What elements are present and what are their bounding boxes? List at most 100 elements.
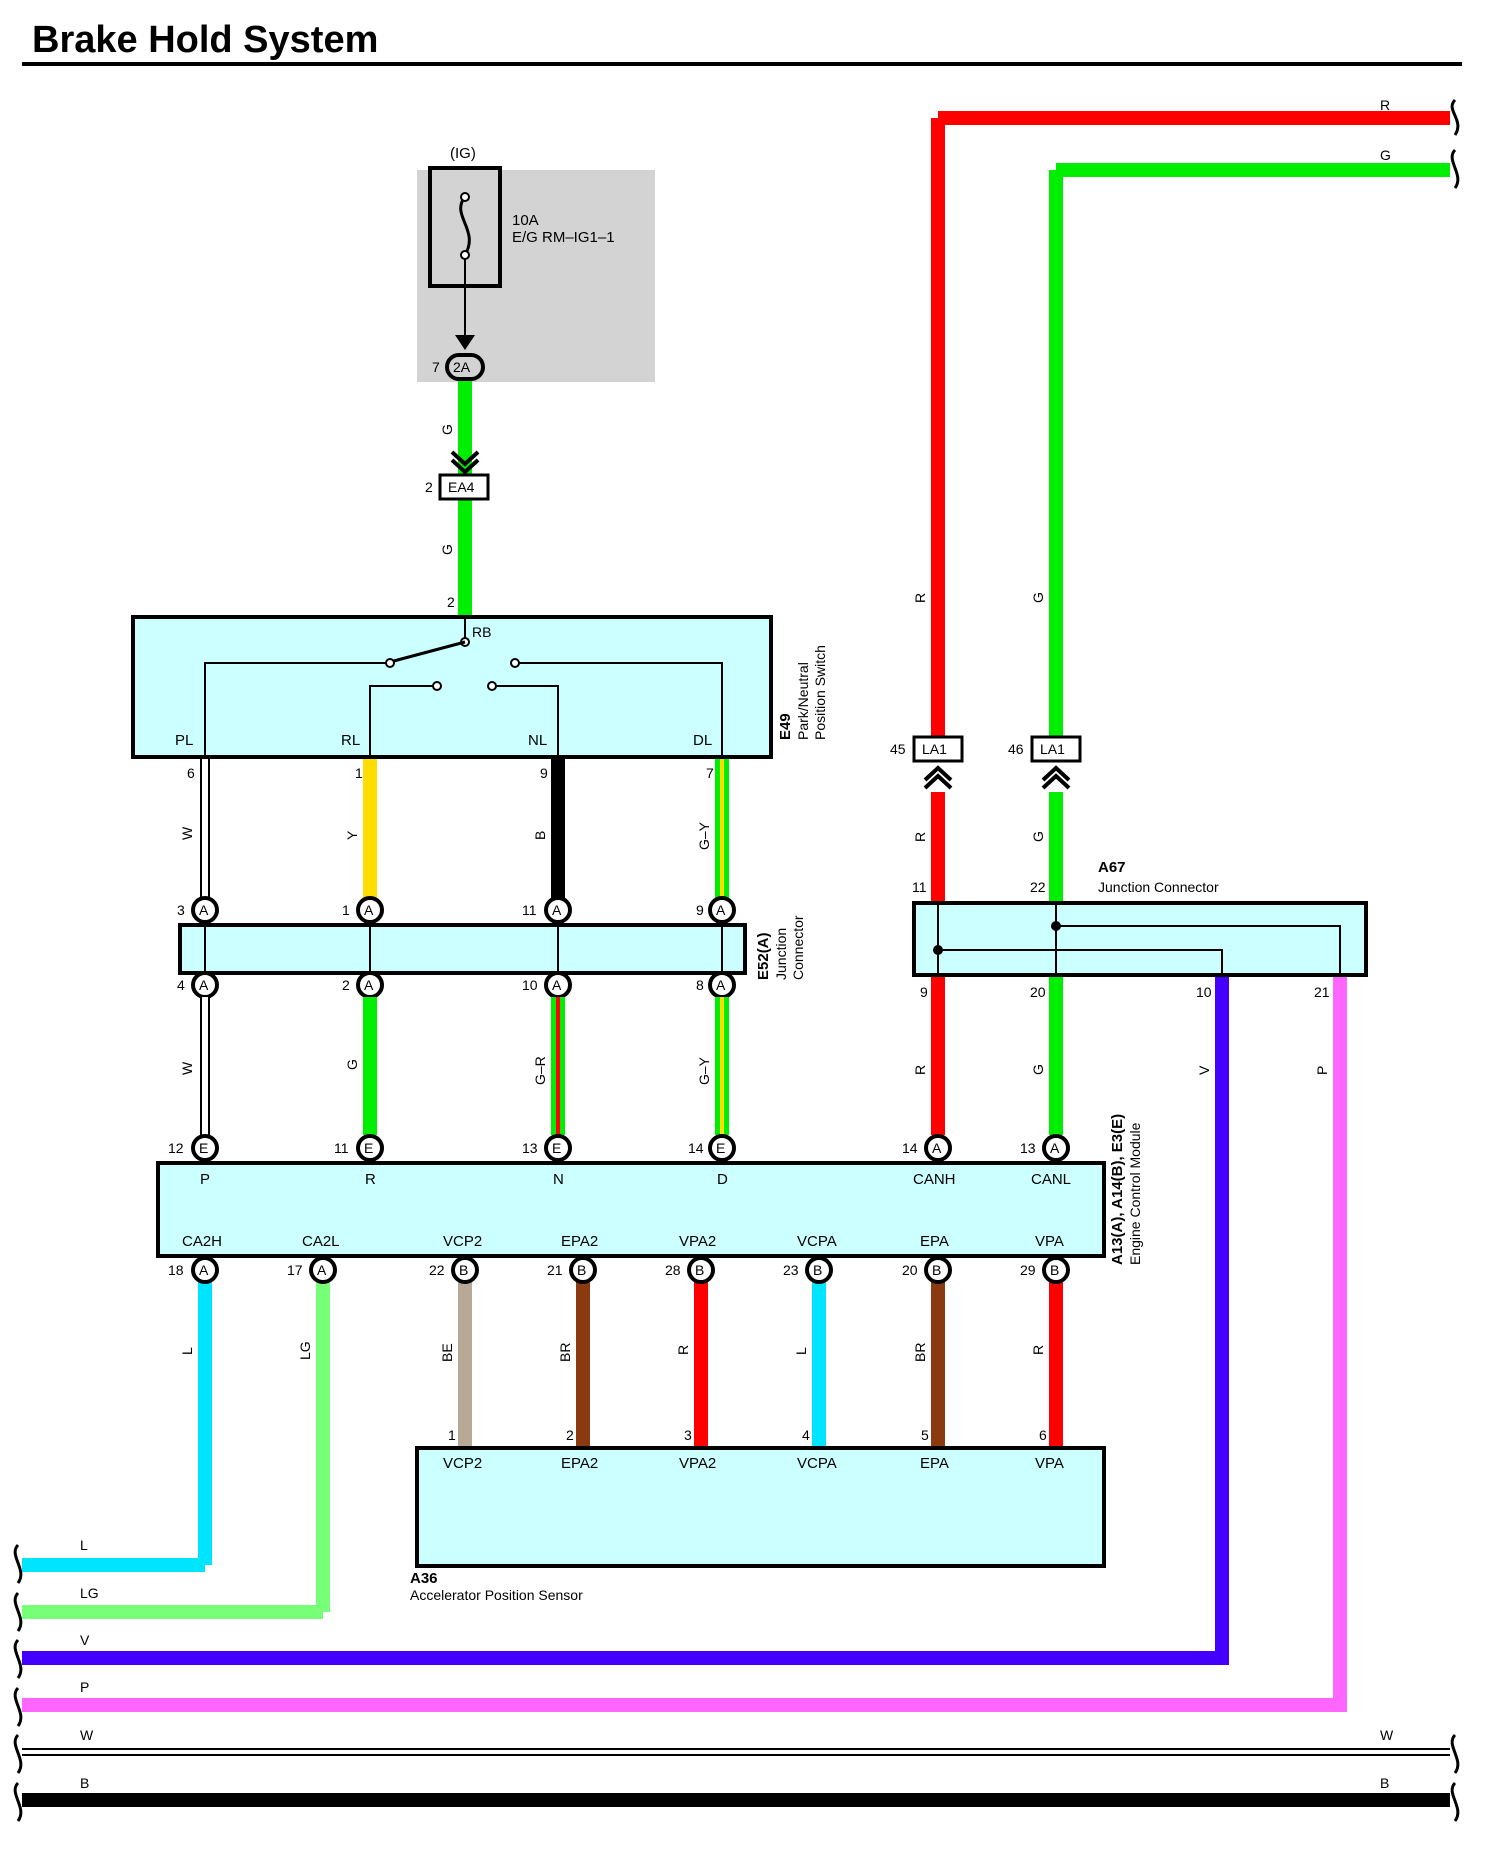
svg-text:E: E bbox=[199, 1140, 208, 1156]
svg-text:Junction: Junction bbox=[773, 928, 789, 980]
svg-text:A: A bbox=[317, 1262, 327, 1278]
ecm-bottom-pins bbox=[191, 1256, 1070, 1284]
relay-block bbox=[417, 170, 655, 382]
svg-text:VPA: VPA bbox=[1035, 1455, 1064, 1472]
svg-text:2: 2 bbox=[447, 594, 455, 610]
fuse-element bbox=[459, 196, 471, 256]
svg-text:Y: Y bbox=[344, 830, 360, 840]
svg-text:28: 28 bbox=[665, 1262, 681, 1278]
fuse-supply-label: (IG) bbox=[450, 145, 476, 162]
svg-text:1: 1 bbox=[355, 765, 363, 781]
svg-text:20: 20 bbox=[1030, 984, 1046, 1000]
svg-text:B: B bbox=[459, 1262, 468, 1278]
svg-text:V: V bbox=[80, 1632, 90, 1648]
diagram-title: Brake Hold System bbox=[32, 19, 378, 61]
svg-text:A: A bbox=[199, 1262, 209, 1278]
svg-text:VPA2: VPA2 bbox=[679, 1455, 716, 1472]
svg-text:EPA2: EPA2 bbox=[561, 1455, 598, 1472]
wire-v bbox=[22, 977, 1229, 1665]
fuse-name: E/G RM–IG1–1 bbox=[512, 229, 615, 246]
svg-text:B: B bbox=[1380, 1775, 1389, 1791]
svg-text:CA2H: CA2H bbox=[182, 1233, 222, 1250]
svg-text:20: 20 bbox=[902, 1262, 918, 1278]
svg-text:PL: PL bbox=[175, 732, 193, 749]
svg-text:V: V bbox=[1196, 1065, 1212, 1075]
svg-text:6: 6 bbox=[187, 765, 195, 781]
svg-text:EPA2: EPA2 bbox=[561, 1233, 598, 1250]
svg-text:9: 9 bbox=[920, 984, 928, 1000]
svg-text:NL: NL bbox=[528, 732, 547, 749]
svg-text:B: B bbox=[80, 1775, 89, 1791]
svg-text:RL: RL bbox=[341, 732, 360, 749]
e52-pins bbox=[191, 896, 736, 999]
svg-text:A: A bbox=[716, 977, 726, 993]
svg-text:A: A bbox=[199, 902, 209, 918]
component-e49 bbox=[131, 615, 773, 759]
svg-text:18: 18 bbox=[168, 1262, 184, 1278]
svg-text:45: 45 bbox=[890, 741, 906, 757]
svg-text:29: 29 bbox=[1020, 1262, 1036, 1278]
svg-text:1: 1 bbox=[448, 1427, 456, 1443]
break-marks-left bbox=[13, 1543, 23, 1822]
svg-text:A36: A36 bbox=[410, 1570, 438, 1587]
svg-text:6: 6 bbox=[1039, 1427, 1047, 1443]
break-mark-top-g bbox=[1450, 148, 1460, 189]
svg-text:G: G bbox=[1030, 831, 1046, 842]
component-a36 bbox=[415, 1446, 1106, 1568]
svg-text:11: 11 bbox=[912, 879, 927, 895]
svg-text:BR: BR bbox=[912, 1343, 928, 1362]
svg-text:9: 9 bbox=[540, 765, 548, 781]
svg-text:10: 10 bbox=[1196, 984, 1212, 1000]
svg-text:W: W bbox=[1380, 1727, 1394, 1743]
svg-text:E: E bbox=[364, 1140, 373, 1156]
svg-text:LA1: LA1 bbox=[922, 741, 947, 757]
svg-text:W: W bbox=[179, 1061, 195, 1075]
connector-ea4 bbox=[438, 473, 490, 501]
svg-text:A: A bbox=[364, 902, 374, 918]
svg-text:VCPA: VCPA bbox=[797, 1233, 837, 1250]
svg-text:A: A bbox=[364, 977, 374, 993]
svg-text:W: W bbox=[179, 826, 195, 840]
svg-text:2A: 2A bbox=[453, 359, 471, 375]
svg-text:2: 2 bbox=[566, 1427, 574, 1443]
svg-text:BE: BE bbox=[439, 1343, 455, 1362]
svg-text:17: 17 bbox=[287, 1262, 303, 1278]
svg-text:G–Y: G–Y bbox=[696, 1056, 712, 1085]
connector-2a bbox=[445, 353, 485, 381]
svg-text:VPA: VPA bbox=[1035, 1233, 1064, 1250]
svg-text:10: 10 bbox=[522, 977, 538, 993]
svg-text:G: G bbox=[1030, 592, 1046, 603]
svg-text:4: 4 bbox=[177, 977, 185, 993]
break-marks-right bbox=[1450, 1733, 1460, 1822]
svg-text:EA4: EA4 bbox=[448, 479, 475, 495]
svg-text:11: 11 bbox=[334, 1140, 349, 1156]
svg-text:EPA: EPA bbox=[920, 1233, 949, 1250]
svg-text:P: P bbox=[1314, 1066, 1330, 1075]
svg-text:A13(A), A14(B), E3(E): A13(A), A14(B), E3(E) bbox=[1109, 1114, 1126, 1265]
svg-text:B: B bbox=[1050, 1262, 1059, 1278]
svg-text:8: 8 bbox=[696, 977, 704, 993]
svg-text:R: R bbox=[912, 1065, 928, 1075]
svg-text:B: B bbox=[813, 1262, 822, 1278]
svg-text:22: 22 bbox=[429, 1262, 445, 1278]
svg-text:Accelerator Position Sensor: Accelerator Position Sensor bbox=[410, 1587, 583, 1603]
svg-text:21: 21 bbox=[547, 1262, 563, 1278]
svg-text:R: R bbox=[912, 593, 928, 603]
svg-text:1: 1 bbox=[342, 902, 350, 918]
svg-text:A: A bbox=[1050, 1140, 1060, 1156]
svg-text:Position Switch: Position Switch bbox=[812, 645, 828, 740]
svg-text:LG: LG bbox=[297, 1341, 313, 1360]
svg-text:7: 7 bbox=[706, 765, 714, 781]
svg-text:VCP2: VCP2 bbox=[443, 1455, 482, 1472]
component-e52 bbox=[178, 923, 747, 975]
svg-text:22: 22 bbox=[1030, 879, 1046, 895]
svg-text:23: 23 bbox=[783, 1262, 799, 1278]
svg-text:11: 11 bbox=[522, 902, 537, 918]
svg-text:RB: RB bbox=[472, 624, 491, 640]
svg-text:W: W bbox=[80, 1727, 94, 1743]
svg-text:CA2L: CA2L bbox=[302, 1233, 340, 1250]
svg-text:E49: E49 bbox=[777, 713, 794, 740]
svg-text:EPA: EPA bbox=[920, 1455, 949, 1472]
svg-text:A: A bbox=[552, 902, 562, 918]
